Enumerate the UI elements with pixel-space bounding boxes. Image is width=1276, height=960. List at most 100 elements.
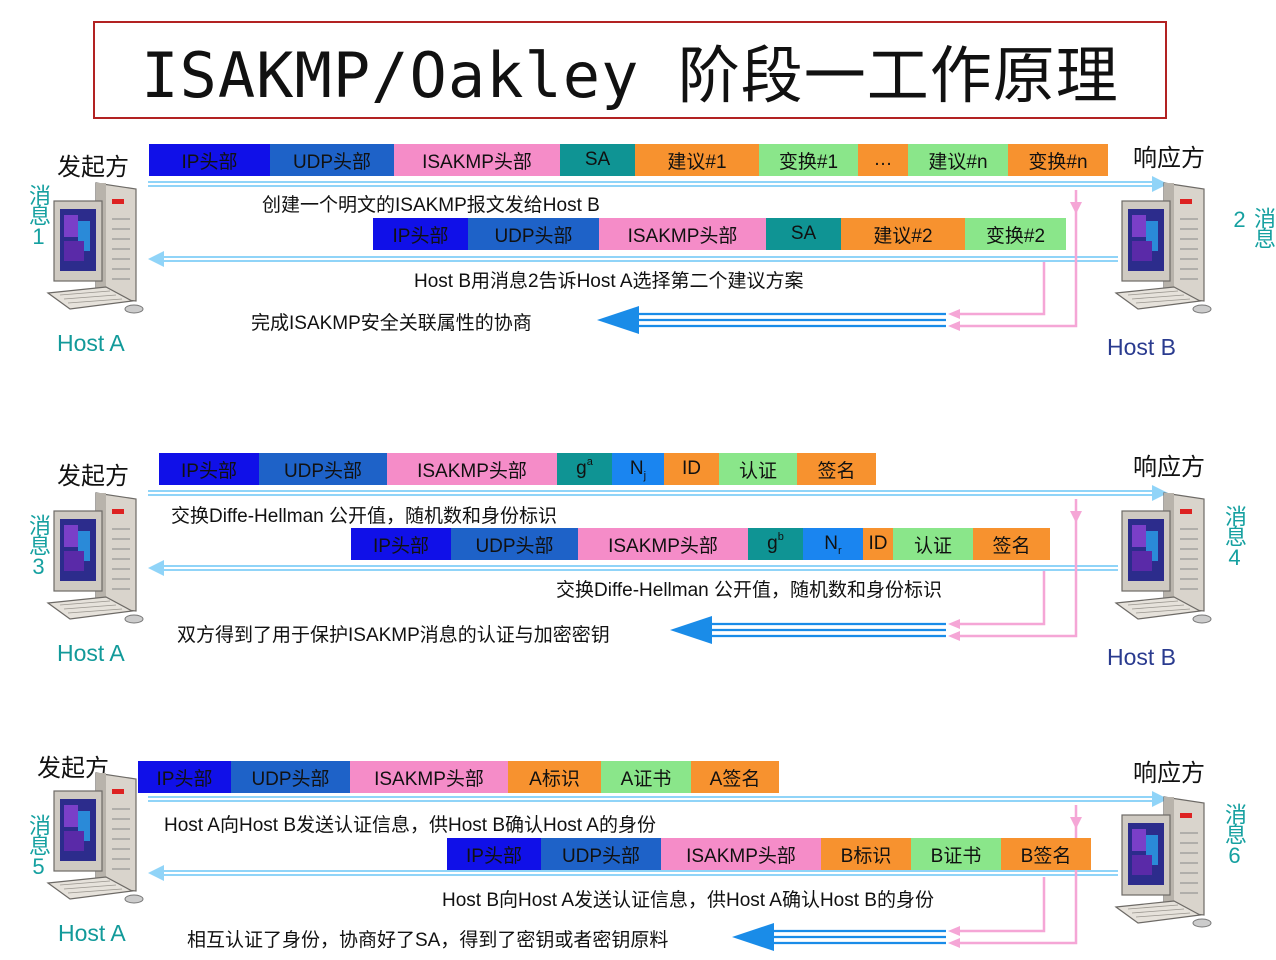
- responder-label-1: 响应方: [1133, 145, 1205, 172]
- connector-1-tip: [1070, 202, 1082, 214]
- host-a-computer-graphic: [46, 492, 144, 624]
- result-note-1: 完成ISAKMP安全关联属性的协商: [251, 313, 532, 334]
- message-5-label: 消息5: [26, 814, 51, 877]
- reply-arrow-2-head: [148, 560, 164, 576]
- packet-field: 认证: [893, 528, 973, 560]
- host-b-computer-graphic: [1114, 182, 1212, 314]
- packet-field: ISAKMP头部: [350, 761, 508, 793]
- packet-field: ISAKMP头部: [578, 528, 748, 560]
- packet-field: UDP头部: [231, 761, 350, 793]
- packet-field: 变换#n: [1008, 144, 1108, 176]
- host-a-label-3: Host A: [58, 920, 126, 946]
- connector-3-inner: [956, 877, 1046, 933]
- packet-field: 变换#2: [965, 218, 1066, 250]
- message-2-label: 消息2: [1227, 207, 1276, 247]
- forward-note-1: 创建一个明文的ISAKMP报文发给Host B: [262, 195, 600, 216]
- packet-field: ID: [863, 528, 893, 560]
- reply-note-1: Host B用消息2告诉Host A选择第二个建议方案: [414, 271, 804, 292]
- result-note-2: 双方得到了用于保护ISAKMP消息的认证与加密密钥: [177, 625, 610, 646]
- reply-arrow-1-head: [148, 251, 164, 267]
- connector-2-tip: [1070, 511, 1082, 523]
- diagram-title: ISAKMP/Oakley 阶段一工作原理: [141, 39, 1119, 112]
- responder-label-3: 响应方: [1133, 760, 1205, 787]
- host-a-computer-graphic: [46, 772, 144, 904]
- host-b-computer-graphic: [1114, 796, 1212, 928]
- packet-field: ISAKMP头部: [661, 838, 821, 870]
- host-a-label-2: Host A: [57, 640, 125, 666]
- packet-field: ID: [664, 453, 719, 485]
- packet-field: IP头部: [447, 838, 541, 870]
- packet-field: IP头部: [159, 453, 259, 485]
- connector-3-tip: [1070, 817, 1082, 829]
- packet-field: IP头部: [373, 218, 468, 250]
- responder-label-2: 响应方: [1133, 454, 1205, 481]
- result-note-3: 相互认证了身份，协商好了SA，得到了密钥或者密钥原料: [187, 930, 669, 951]
- reply-note-2: 交换Diffe-Hellman 公开值，随机数和身份标识: [556, 580, 943, 601]
- packet-field: B标识: [821, 838, 911, 870]
- packet-field: 签名: [973, 528, 1050, 560]
- packet-field: SA: [560, 144, 635, 176]
- host-b-computer-icon-3: [1114, 796, 1216, 942]
- packet-field: 建议#1: [635, 144, 759, 176]
- forward-note-3: Host A向Host B发送认证信息，供Host B确认Host A的身份: [164, 815, 656, 836]
- packet-field: 认证: [719, 453, 797, 485]
- packet-field: IP头部: [149, 144, 270, 176]
- host-a-computer-graphic: [46, 182, 144, 314]
- host-b-computer-icon-1: [1114, 182, 1216, 328]
- packet-field: 建议#2: [841, 218, 965, 250]
- packet-field: IP头部: [351, 528, 451, 560]
- forward-note-2: 交换Diffe-Hellman 公开值，随机数和身份标识: [171, 506, 558, 527]
- packet-field: UDP头部: [270, 144, 394, 176]
- packet-field: IP头部: [138, 761, 231, 793]
- packet-field: A签名: [691, 761, 779, 793]
- connector-1-head: [948, 309, 960, 319]
- host-b-label-1: Host B: [1107, 334, 1177, 360]
- forward-arrow-2-head: [1152, 485, 1168, 501]
- result-arrow-2-head: [670, 616, 712, 644]
- initiator-label-1: 发起方: [57, 154, 129, 181]
- result-arrow-3-head: [732, 923, 774, 951]
- packet-field: 建议#n: [908, 144, 1008, 176]
- packet-field: UDP头部: [468, 218, 599, 250]
- packet-field: SA: [766, 218, 841, 250]
- connector-1-head: [948, 321, 960, 331]
- connector-2-head: [948, 631, 960, 641]
- connector-1-outer: [956, 190, 1078, 328]
- packet-field: ISAKMP头部: [599, 218, 766, 250]
- packet-field: UDP头部: [451, 528, 578, 560]
- host-a-computer-icon-2: [46, 492, 148, 638]
- packet-field: B证书: [911, 838, 1001, 870]
- packet-field: 变换#1: [759, 144, 858, 176]
- host-a-label-1: Host A: [57, 330, 125, 356]
- result-arrow-1-head: [597, 306, 639, 334]
- message-1-label: 消息1: [26, 184, 51, 247]
- message-6-label: 消息6: [1222, 803, 1247, 866]
- connector-3-head: [948, 926, 960, 936]
- packet-field: A标识: [508, 761, 601, 793]
- packet-field: UDP头部: [259, 453, 387, 485]
- initiator-label-2: 发起方: [57, 463, 129, 490]
- host-b-computer-graphic: [1114, 492, 1212, 624]
- packet-field: UDP头部: [541, 838, 661, 870]
- message-4-label: 消息4: [1222, 505, 1247, 568]
- connector-2-head: [948, 619, 960, 629]
- packet-field: ISAKMP头部: [394, 144, 560, 176]
- host-a-computer-icon-3: [46, 772, 148, 918]
- host-b-label-2: Host B: [1107, 644, 1177, 670]
- connector-2-inner: [956, 571, 1046, 626]
- reply-arrow-3-head: [148, 865, 164, 881]
- message-3-label: 消息3: [26, 514, 51, 577]
- forward-arrow-1-head: [1152, 176, 1168, 192]
- forward-arrow-3-head: [1152, 791, 1168, 807]
- packet-field: 签名: [797, 453, 876, 485]
